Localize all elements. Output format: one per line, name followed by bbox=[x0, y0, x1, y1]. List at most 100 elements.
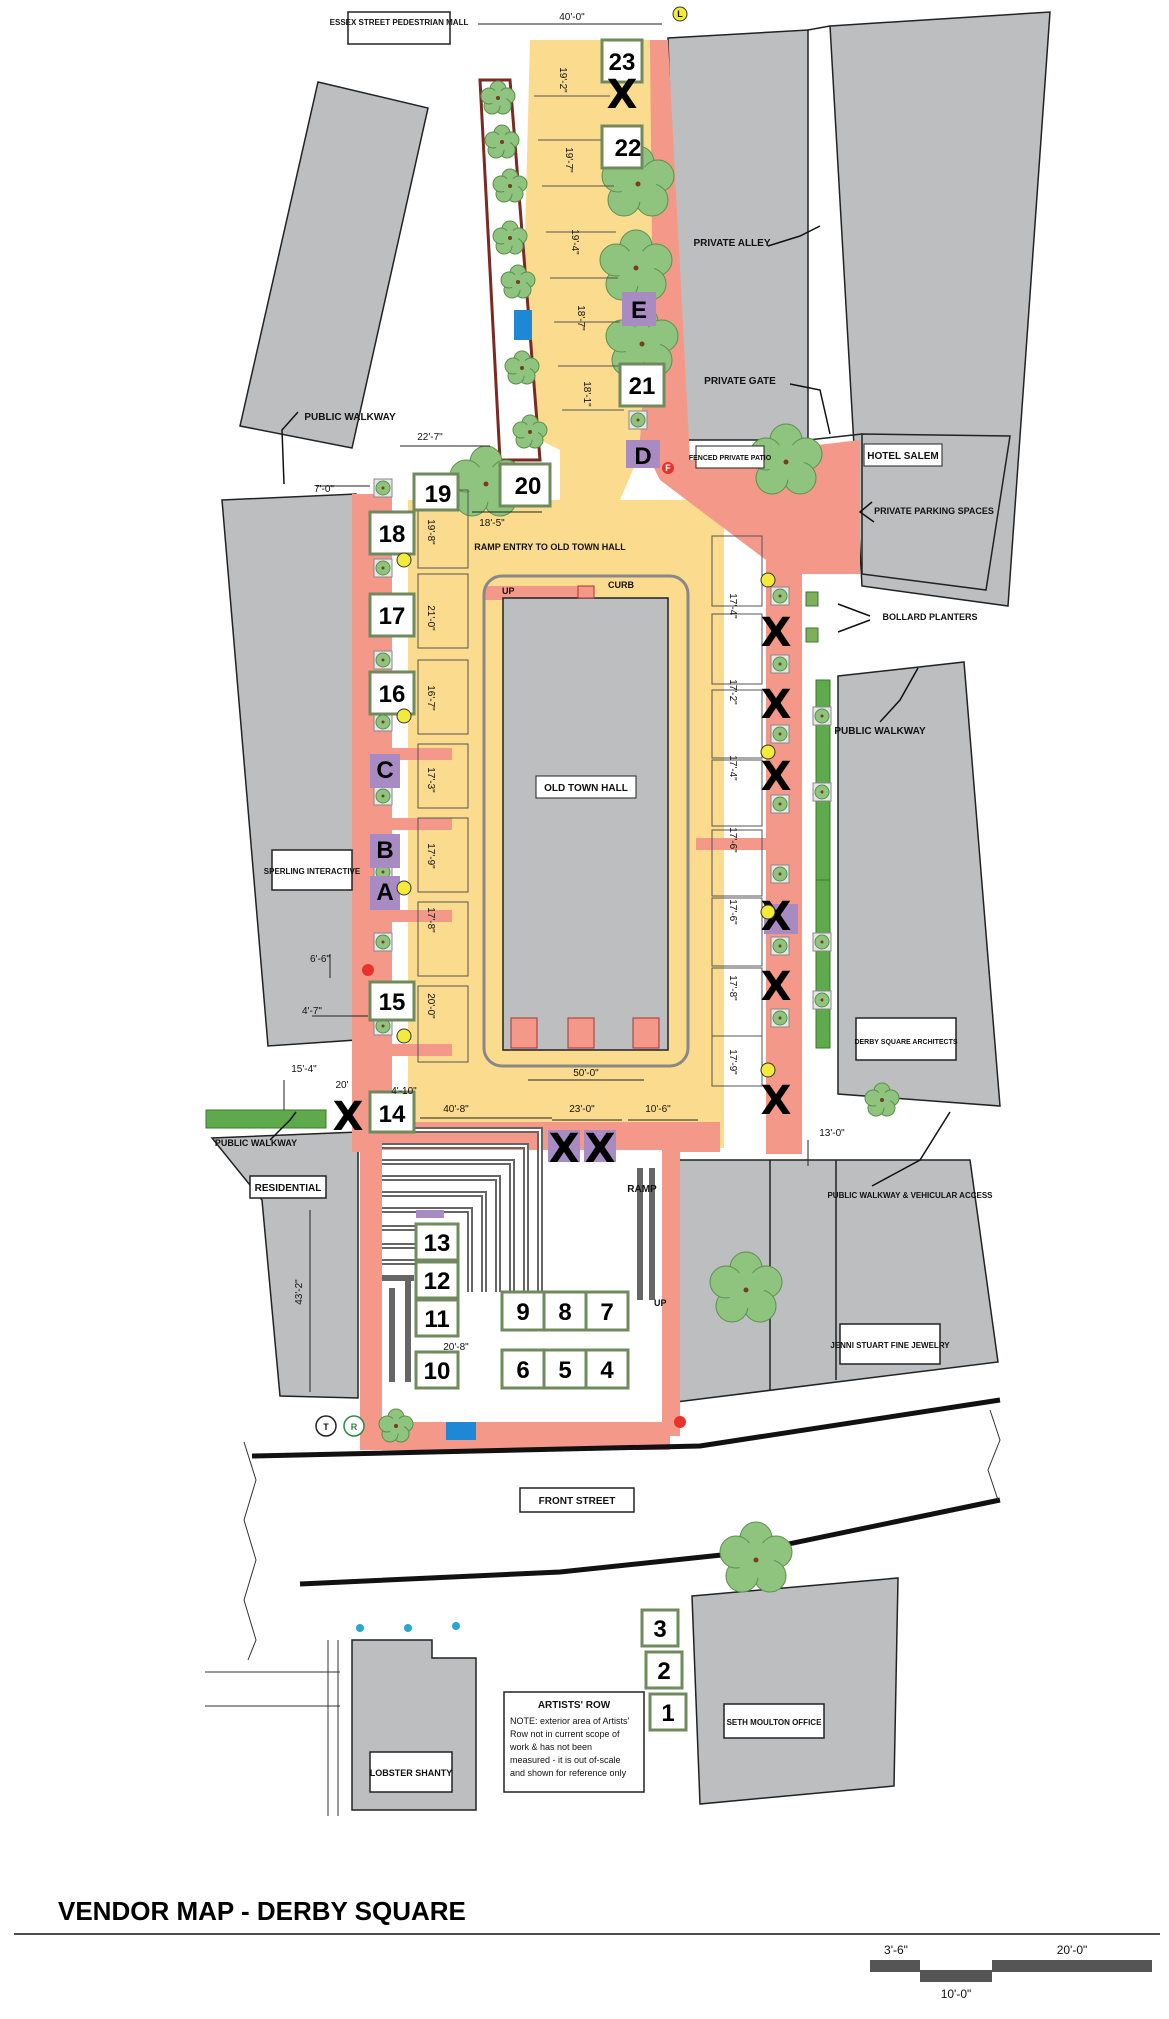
label-residential: RESIDENTIAL bbox=[255, 1183, 322, 1194]
dim: 17'-9" bbox=[425, 843, 436, 869]
stall-b[interactable]: B bbox=[376, 837, 393, 864]
dim: 19'-7" bbox=[563, 147, 574, 173]
stall-6[interactable]: 6 bbox=[516, 1357, 529, 1384]
map-title: VENDOR MAP - DERBY SQUARE bbox=[58, 1896, 466, 1926]
artists-note-line: measured - it is out of-scale bbox=[510, 1755, 621, 1765]
location-markers: L bbox=[396, 6, 776, 1078]
label-jenni-stuart: JENNI STUART FINE JEWELRY bbox=[830, 1341, 950, 1350]
dim: 50'-0" bbox=[573, 1068, 599, 1079]
unavailable-x: X bbox=[761, 682, 792, 728]
label-private-parking: PRIVATE PARKING SPACES bbox=[874, 506, 994, 516]
label-lobster-shanty: LOBSTER SHANTY bbox=[370, 1768, 453, 1778]
label-hotel-salem: HOTEL SALEM bbox=[867, 451, 938, 462]
dim: 6'-6" bbox=[310, 954, 330, 965]
stalls bbox=[368, 38, 688, 1732]
stall-23[interactable]: 23 bbox=[609, 49, 636, 76]
dim: 19'-8" bbox=[425, 519, 436, 545]
dim: 40'-0" bbox=[559, 12, 585, 23]
stall-8[interactable]: 8 bbox=[558, 1299, 571, 1326]
dim: 17'-8" bbox=[425, 907, 436, 933]
fire-markers: F bbox=[362, 462, 686, 1428]
dim: 17'-9" bbox=[727, 1049, 738, 1075]
label-seth-moulton: SETH MOULTON OFFICE bbox=[727, 1718, 822, 1727]
roads bbox=[251, 1397, 1001, 1587]
label-front-street: FRONT STREET bbox=[539, 1496, 616, 1507]
stall-18[interactable]: 18 bbox=[379, 521, 406, 548]
label-bollard-planters: BOLLARD PLANTERS bbox=[883, 612, 978, 622]
old-town-hall-frame bbox=[482, 574, 690, 1068]
l-marker-label: L bbox=[677, 9, 683, 19]
label-fenced-patio: FENCED PRIVATE PATIO bbox=[689, 455, 772, 462]
stall-5[interactable]: 5 bbox=[558, 1357, 571, 1384]
stall-16[interactable]: 16 bbox=[379, 681, 406, 708]
f-marker-label: F bbox=[665, 463, 671, 473]
label-ramp: RAMP bbox=[627, 1184, 657, 1195]
stall-10[interactable]: 10 bbox=[424, 1358, 451, 1385]
stall-22[interactable]: 22 bbox=[615, 135, 642, 162]
dim: 18'-7" bbox=[575, 305, 586, 331]
dimension-labels: 40'-0" 19'-2" 19'-7" 19'-4" 18'-7" 18'-1… bbox=[291, 12, 845, 1353]
label-private-alley: PRIVATE ALLEY bbox=[693, 238, 770, 249]
stall-20[interactable]: 20 bbox=[515, 473, 542, 500]
dim: 10'-6" bbox=[645, 1104, 671, 1115]
stall-17[interactable]: 17 bbox=[379, 603, 406, 630]
artists-note-line: Row not in current scope of bbox=[510, 1729, 620, 1739]
stall-21[interactable]: 21 bbox=[629, 373, 656, 400]
dim: 17'-4" bbox=[727, 755, 738, 781]
artists-note-line: NOTE: exterior area of Artists' bbox=[510, 1716, 630, 1726]
stall-4[interactable]: 4 bbox=[600, 1357, 614, 1384]
stall-12[interactable]: 12 bbox=[424, 1268, 451, 1295]
label-up: UP bbox=[502, 586, 515, 596]
stall-7[interactable]: 7 bbox=[600, 1299, 613, 1326]
stall-e[interactable]: E bbox=[631, 297, 647, 324]
stall-c[interactable]: C bbox=[376, 757, 393, 784]
stall-1[interactable]: 1 bbox=[661, 1700, 674, 1727]
stall-19[interactable]: 19 bbox=[425, 481, 452, 508]
label-public-walkway-east: PUBLIC WALKWAY bbox=[834, 726, 926, 737]
stall-14[interactable]: 14 bbox=[379, 1101, 406, 1128]
unavailable-x: X bbox=[761, 754, 792, 800]
dim: 7'-0" bbox=[314, 484, 334, 495]
label-public-walkway-west: PUBLIC WALKWAY bbox=[215, 1138, 297, 1148]
label-curb: CURB bbox=[608, 580, 634, 590]
building-hotel-salem bbox=[861, 433, 1011, 591]
dim: 43'-2" bbox=[294, 1279, 305, 1305]
unavailable-x: X bbox=[761, 610, 792, 656]
stall-a[interactable]: A bbox=[376, 879, 393, 906]
unavailable-x: X bbox=[761, 1078, 792, 1124]
dim: 20'-8" bbox=[443, 1342, 469, 1353]
label-up-2: UP bbox=[654, 1298, 667, 1308]
label-sperling: SPERLING INTERACTIVE bbox=[264, 867, 361, 876]
unavailable-marks: X X X X X X X X X X bbox=[333, 72, 792, 1172]
unavailable-x: X bbox=[585, 1126, 616, 1172]
dim: 15'-4" bbox=[291, 1064, 317, 1075]
building-residential bbox=[210, 1131, 359, 1399]
dim: 18'-1" bbox=[581, 381, 592, 407]
lettered-stalls bbox=[370, 292, 798, 1218]
dim: 18'-5" bbox=[479, 518, 505, 529]
stall-2[interactable]: 2 bbox=[657, 1658, 670, 1685]
unavailable-x: X bbox=[333, 1094, 364, 1140]
unavailable-x: X bbox=[549, 1126, 580, 1172]
stall-11[interactable]: 11 bbox=[424, 1306, 449, 1333]
dim: 20' bbox=[335, 1080, 348, 1091]
north-planter bbox=[478, 78, 548, 462]
t-r-markers: T R bbox=[315, 1415, 365, 1437]
unavailable-x: X bbox=[607, 72, 638, 118]
r-marker: R bbox=[351, 1422, 358, 1432]
dim: 17'-8" bbox=[727, 975, 738, 1001]
label-derby-architects: DERBY SQUARE ARCHITECTS bbox=[854, 1039, 957, 1046]
artists-note: ARTISTS' ROW NOTE: exterior area of Arti… bbox=[503, 1691, 645, 1793]
stall-lines bbox=[417, 95, 763, 1087]
dim: 40'-8" bbox=[443, 1104, 469, 1115]
stall-13[interactable]: 13 bbox=[424, 1230, 451, 1257]
stall-9[interactable]: 9 bbox=[516, 1299, 529, 1326]
dim: 19'-4" bbox=[569, 229, 580, 255]
dim: 19'-2" bbox=[557, 67, 568, 93]
artists-note-line: and shown for reference only bbox=[510, 1768, 627, 1778]
stall-d[interactable]: D bbox=[634, 443, 651, 470]
stall-15[interactable]: 15 bbox=[379, 989, 406, 1016]
stall-3[interactable]: 3 bbox=[653, 1616, 666, 1643]
label-essex-street: ESSEX STREET PEDESTRIAN MALL bbox=[330, 18, 469, 27]
